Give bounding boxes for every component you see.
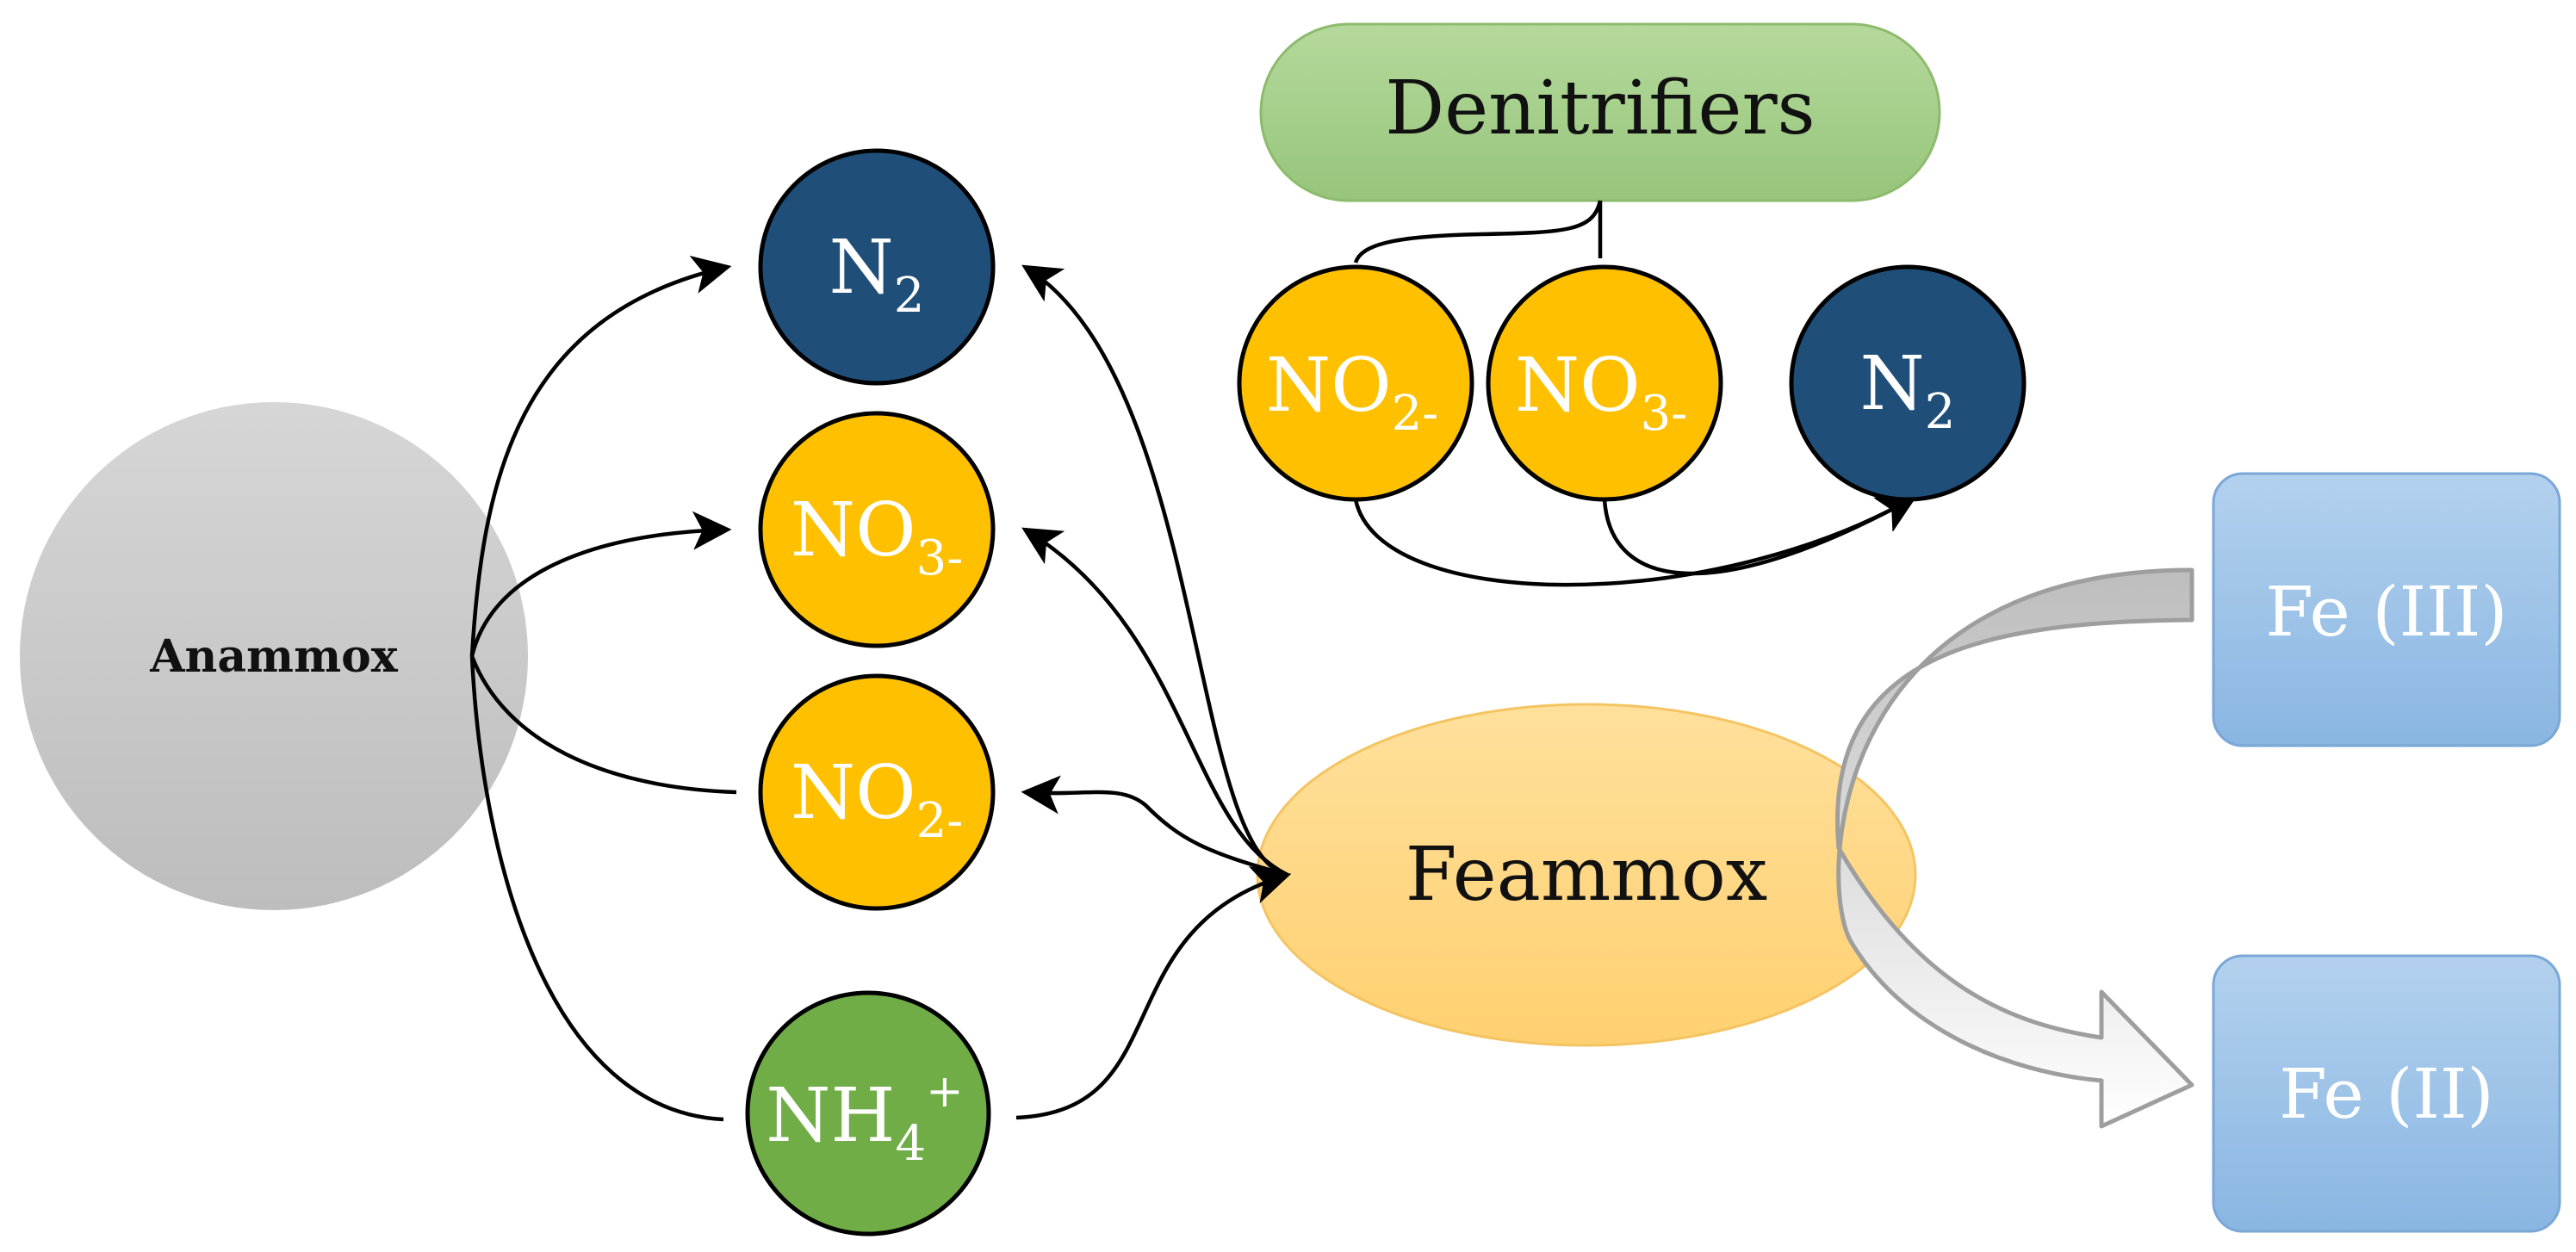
nh4-label-sup: + xyxy=(926,1066,964,1118)
nh4-circle xyxy=(745,990,991,1237)
fe3-box xyxy=(2212,472,2561,747)
no3-circle-denitrifiers xyxy=(1486,264,1723,502)
n2-label-left: N2 xyxy=(829,225,925,324)
n2-circle-left xyxy=(758,148,996,386)
arrow-feammox-to-n2 xyxy=(1021,264,1288,877)
curved-arrow-fe3-to-fe2 xyxy=(1835,567,2194,1129)
no3-label-denitrifiers-base: NO xyxy=(1515,343,1641,429)
nh4-label-sub: 4 xyxy=(896,1116,927,1172)
n2-label-left-sub: 2 xyxy=(894,268,925,324)
denitrifiers-bracket xyxy=(1353,200,1603,263)
no2-label-left: NO2- xyxy=(791,750,963,849)
anammox-circle xyxy=(20,402,528,910)
feammox-label: Feammox xyxy=(1406,832,1768,918)
no2-label-denitrifiers-base: NO xyxy=(1266,343,1392,429)
connectors xyxy=(469,200,1917,1122)
line-nh4-to-anammox xyxy=(469,655,724,1122)
no3-circle-left xyxy=(758,411,996,648)
denitrifiers-label: Denitrifiers xyxy=(1385,65,1815,152)
line-no2-to-anammox xyxy=(469,655,737,795)
no3-label-denitrifiers-sub: 3- xyxy=(1641,386,1688,442)
no2-circle-left xyxy=(758,673,996,911)
no2-circle-denitrifiers xyxy=(1237,264,1474,502)
fe2-label: Fe (II) xyxy=(2279,1054,2494,1134)
nh4-label: NH4+ xyxy=(766,1066,963,1172)
arrow-anammox-to-n2 xyxy=(469,255,732,657)
no3-label-left-sub: 3- xyxy=(916,530,964,586)
arrow-anammox-to-no3 xyxy=(469,511,732,657)
n2-label-denitrifiers-base: N xyxy=(1860,341,1925,427)
arrow-den-no3-to-n2 xyxy=(1602,495,1917,576)
no2-label-left-sub: 2- xyxy=(916,793,964,849)
nh4-label-base: NH xyxy=(766,1073,895,1159)
arrow-nh4-to-feammox xyxy=(1015,866,1292,1120)
no2-label-denitrifiers-sub: 2- xyxy=(1392,386,1439,442)
fe3-label: Fe (III) xyxy=(2265,572,2507,652)
anammox-label: Anammox xyxy=(149,630,399,683)
n2-label-left-base: N xyxy=(829,225,894,311)
n2-circle-denitrifiers xyxy=(1789,264,2027,502)
n2-label-denitrifiers: N2 xyxy=(1860,341,1956,440)
arrow-feammox-to-no3 xyxy=(1021,527,1288,877)
no3-label-left-base: NO xyxy=(791,487,916,573)
fe2-box xyxy=(2212,954,2561,1233)
no2-label-denitrifiers: NO2- xyxy=(1266,343,1438,442)
no3-label-left: NO3- xyxy=(791,487,963,586)
n2-label-denitrifiers-sub: 2 xyxy=(1925,384,1956,440)
arrow-feammox-to-no2 xyxy=(1021,775,1288,877)
no2-label-left-base: NO xyxy=(791,750,916,836)
no3-label-denitrifiers: NO3- xyxy=(1515,343,1687,442)
arrow-den-no2-to-n2 xyxy=(1353,495,1917,587)
